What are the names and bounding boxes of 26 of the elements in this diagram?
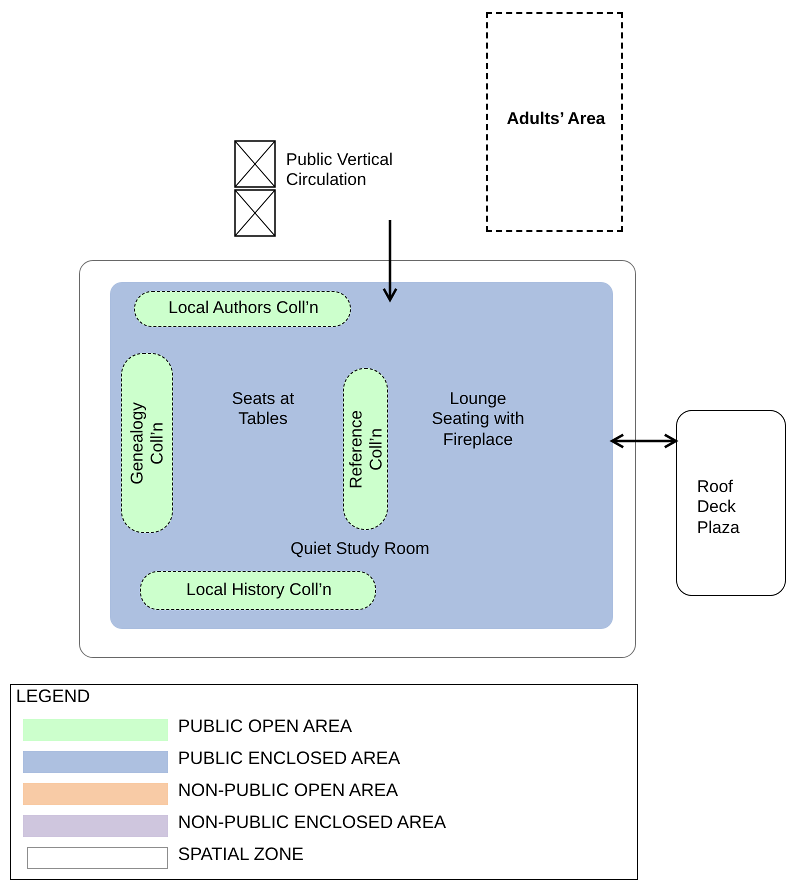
zone-box xyxy=(676,410,786,596)
label-text: Public Vertical Circulation xyxy=(286,150,394,191)
legend-text: NON-PUBLIC OPEN AREA xyxy=(178,781,398,801)
area-label: Local History Coll’n xyxy=(185,580,333,600)
legend-text: PUBLIC OPEN AREA xyxy=(178,717,352,737)
legend-title: LEGEND xyxy=(16,686,92,708)
area-box xyxy=(486,12,623,232)
area-label: Quiet Study Room xyxy=(290,539,430,560)
collection-area xyxy=(134,291,351,327)
collection-area xyxy=(343,368,388,530)
legend-text: SPATIAL ZONE xyxy=(178,845,304,865)
area-label: Seats at Tables xyxy=(230,389,296,430)
area-label: Reference Coll’n xyxy=(346,409,386,491)
area-label: Genealogy Coll’n xyxy=(128,401,168,487)
zone-box xyxy=(79,260,636,658)
enclosed-area xyxy=(110,282,613,629)
arrow xyxy=(610,434,678,448)
collection-area xyxy=(140,571,376,610)
legend-text: PUBLIC ENCLOSED AREA xyxy=(178,749,400,769)
arrow xyxy=(382,220,398,302)
area-label: Lounge Seating with Fireplace xyxy=(430,389,526,450)
area-label: Roof Deck Plaza xyxy=(697,477,741,538)
collection-area xyxy=(121,353,173,533)
area-label: Local Authors Coll’n xyxy=(167,298,320,318)
legend-text: NON-PUBLIC ENCLOSED AREA xyxy=(178,813,446,833)
area-label: Adults’ Area xyxy=(506,109,606,130)
